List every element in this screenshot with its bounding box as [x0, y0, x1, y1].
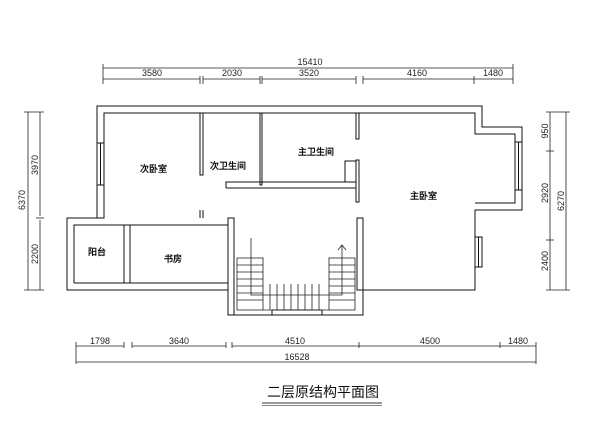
dim-top-2: 2030 — [222, 68, 242, 78]
plan-title: 二层原结构平面图 — [267, 385, 379, 401]
room-master-bedroom: 主卧室 — [410, 190, 437, 202]
right-dimension-lines — [546, 111, 570, 291]
room-second-bedroom: 次卧室 — [140, 163, 167, 175]
dim-left-1: 3970 — [30, 155, 40, 175]
dim-left-2: 2200 — [30, 244, 40, 264]
dim-right-2: 2920 — [540, 183, 550, 203]
dim-top-1: 3580 — [142, 68, 162, 78]
dim-top-5: 1480 — [483, 68, 503, 78]
top-dimension-lines — [102, 64, 514, 84]
dim-bottom-2: 3640 — [169, 336, 189, 346]
dim-bottom-total: 16528 — [284, 352, 309, 362]
dim-bottom-4: 4500 — [420, 336, 440, 346]
room-balcony: 阳台 — [88, 246, 106, 258]
dim-bottom-1: 1798 — [90, 336, 110, 346]
room-second-bathroom: 次卫生间 — [210, 160, 246, 172]
dim-bottom-3: 4510 — [285, 336, 305, 346]
room-study: 书房 — [164, 253, 182, 265]
dim-right-1: 950 — [540, 123, 550, 138]
staircase — [236, 238, 356, 311]
dim-bottom-5: 1480 — [508, 336, 528, 346]
dim-right-total: 6270 — [556, 191, 566, 211]
left-dimension-lines — [24, 111, 44, 291]
stair-arrow-icon — [337, 244, 347, 251]
dim-right-3: 2400 — [540, 251, 550, 271]
dim-top-total: 15410 — [297, 57, 322, 67]
bottom-dimension-lines — [75, 342, 537, 364]
walls — [66, 105, 523, 316]
dim-top-3: 3520 — [299, 68, 319, 78]
dim-left-total: 6370 — [17, 190, 27, 210]
dim-top-4: 4160 — [407, 68, 427, 78]
room-master-bathroom: 主卫生间 — [298, 146, 334, 158]
windows — [96, 141, 523, 316]
